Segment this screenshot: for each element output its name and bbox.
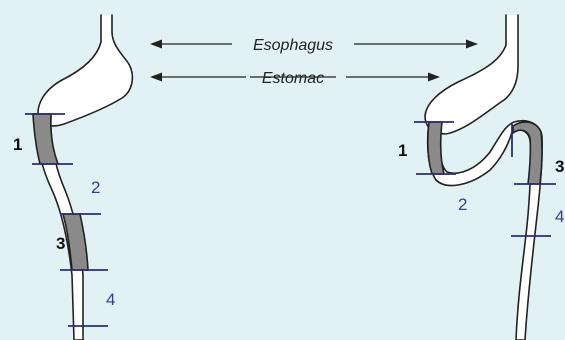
esophagus-arrow-left-head xyxy=(150,40,162,49)
left-figure: 1 2 3 4 xyxy=(13,15,132,340)
left-label-1: 1 xyxy=(13,135,22,154)
right-label-1: 1 xyxy=(398,141,407,160)
esophagus-label: Esophagus xyxy=(253,37,333,54)
right-label-3: 3 xyxy=(555,157,564,176)
annotation-arrows: Esophagus Estomac xyxy=(150,37,478,87)
right-figure: 1 2 3 4 xyxy=(398,15,564,340)
left-label-4: 4 xyxy=(106,290,115,309)
left-label-2: 2 xyxy=(91,178,100,197)
estomac-label: Estomac xyxy=(262,70,324,87)
estomac-arrow-right-head xyxy=(428,73,440,82)
left-label-3: 3 xyxy=(56,234,65,253)
estomac-arrow-left-head xyxy=(150,73,162,82)
right-loop-tube xyxy=(428,121,543,340)
right-segment-3 xyxy=(513,122,542,184)
right-label-2: 2 xyxy=(458,195,467,214)
right-stomach-outline xyxy=(425,15,518,134)
right-label-4: 4 xyxy=(555,207,564,226)
left-stomach-outline xyxy=(38,15,132,126)
right-segment-1 xyxy=(428,122,444,174)
esophagus-arrow-right-head xyxy=(466,40,478,49)
